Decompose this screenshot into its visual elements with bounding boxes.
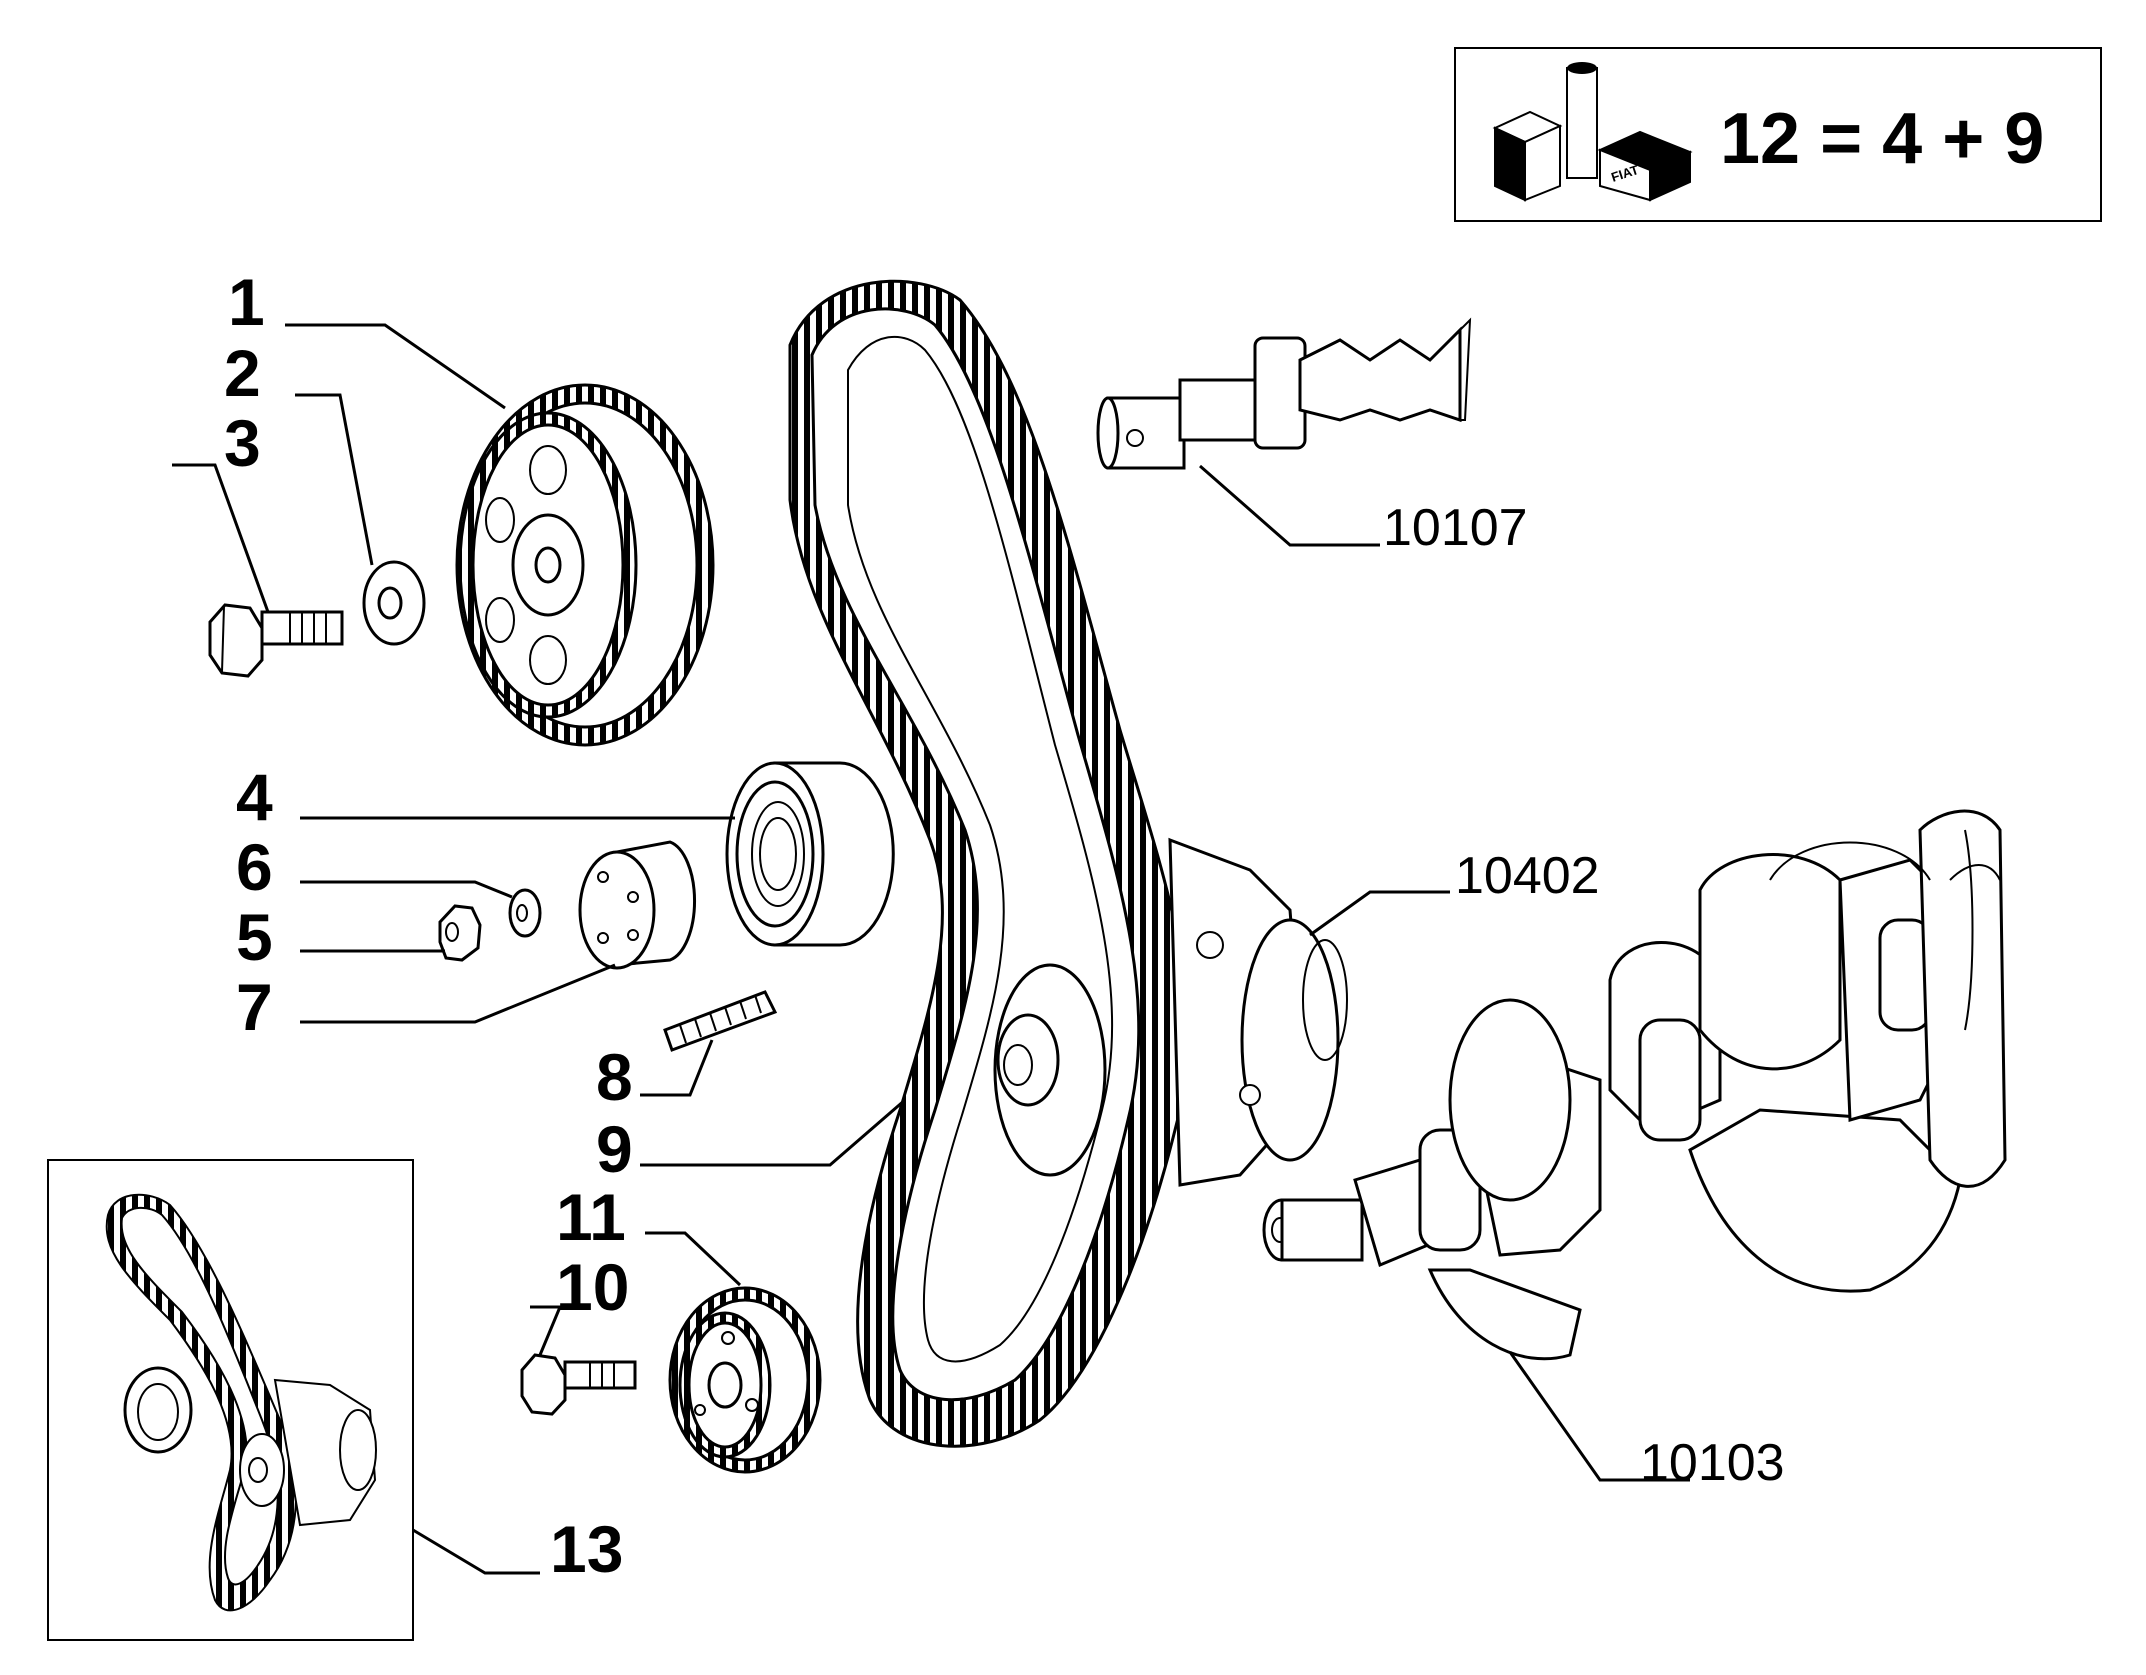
tensioner-nut — [438, 904, 482, 962]
oil-pump-drawing — [993, 837, 1348, 1187]
leader-10 — [530, 1305, 563, 1356]
tensioner-stud — [663, 990, 778, 1052]
callout-3: 3 — [224, 406, 261, 480]
camshaft-drawing — [1096, 317, 1472, 470]
crankshaft-pulley — [668, 1286, 822, 1474]
washer — [362, 560, 426, 646]
callout-6: 6 — [236, 830, 273, 904]
kit-formula: 12 = 4 + 9 — [1720, 99, 2044, 179]
kit-box-frame — [1454, 47, 2102, 222]
leader-8 — [640, 1039, 714, 1097]
leader-camshaft — [1199, 464, 1380, 547]
leader-6 — [300, 880, 513, 899]
crankshaft-drawing — [1262, 809, 2007, 1361]
leader-oil-pump — [1309, 890, 1450, 937]
callout-8: 8 — [596, 1040, 633, 1114]
callout-9: 9 — [596, 1112, 633, 1186]
callout-10: 10 — [556, 1250, 629, 1324]
inset-frame — [47, 1159, 414, 1641]
leader-2 — [295, 393, 374, 566]
group-ref-crankshaft: 10103 — [1640, 1434, 1785, 1492]
kit-package-icon: FIAT — [1492, 62, 1693, 202]
leader-3 — [172, 463, 270, 613]
leader-crankshaft — [1508, 1351, 1690, 1482]
callout-13: 13 — [550, 1512, 623, 1586]
leader-13 — [412, 1528, 540, 1575]
callout-5: 5 — [236, 900, 273, 974]
group-ref-oil-pump: 10402 — [1455, 847, 1600, 905]
callout-1: 1 — [228, 265, 265, 339]
callout-4: 4 — [236, 760, 273, 834]
crankshaft-bolt — [520, 1353, 637, 1416]
tensioner-eccentric — [578, 840, 697, 970]
kit-box: FIAT 12 = 4 + 9 — [1454, 47, 2102, 222]
callout-11: 11 — [556, 1180, 626, 1254]
leader-9 — [640, 1098, 906, 1167]
leader-11 — [645, 1231, 742, 1287]
small-washer — [508, 888, 542, 938]
callout-7: 7 — [236, 970, 273, 1044]
leader-7 — [300, 963, 616, 1024]
callout-2: 2 — [224, 336, 261, 410]
leader-1 — [285, 323, 506, 410]
pulley-bolt — [208, 603, 344, 678]
kit-inset — [47, 1159, 414, 1641]
group-ref-camshaft: 10107 — [1383, 499, 1528, 557]
tensioner-bearing — [725, 761, 895, 947]
camshaft-pulley — [455, 383, 715, 747]
